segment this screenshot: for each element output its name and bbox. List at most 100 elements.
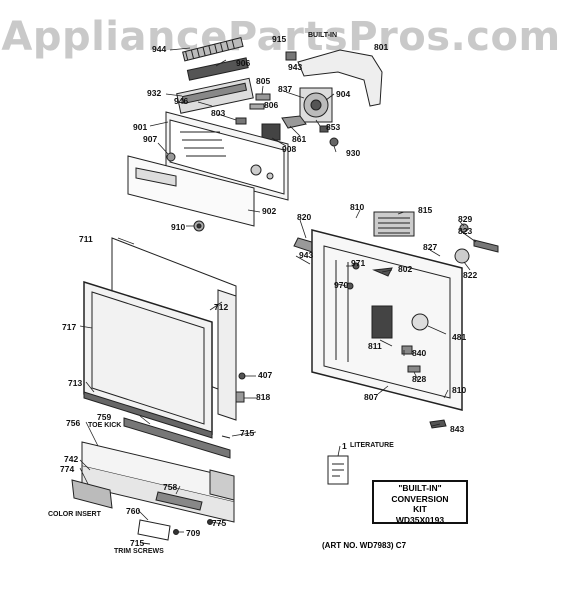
callout-910: 910 — [171, 222, 186, 232]
part-823 — [473, 239, 499, 253]
callout-853: 853 — [326, 122, 341, 132]
built-in-label: BUILT-IN — [308, 32, 338, 39]
part-915 — [285, 51, 297, 61]
callout-802: 802 — [398, 264, 413, 274]
part-829 — [459, 223, 469, 233]
callout-1: 1 — [342, 441, 347, 451]
part-901 — [165, 111, 289, 201]
part-902 — [127, 155, 255, 227]
toe-kick-label: TOE KICK — [88, 422, 122, 429]
part-906 — [186, 57, 249, 81]
callout-711: 711 — [79, 234, 93, 244]
callout-901: 901 — [133, 122, 148, 132]
callout-827: 827 — [423, 242, 438, 252]
callout-815: 815 — [418, 205, 433, 215]
part-713 — [83, 391, 213, 439]
callout-840: 840 — [412, 348, 427, 358]
callout-823: 823 — [458, 226, 473, 236]
callout-760: 760 — [126, 506, 141, 516]
callout-759: 759 — [97, 412, 112, 422]
callout-943: 943 — [299, 250, 314, 260]
callout-946: 946 — [174, 96, 189, 106]
part-843 — [429, 419, 447, 429]
part-970 — [346, 282, 354, 290]
part-815 — [373, 211, 415, 237]
callout-932: 932 — [147, 88, 162, 98]
part-944 — [182, 37, 244, 62]
callout-820: 820 — [297, 212, 312, 222]
part-840 — [401, 345, 413, 355]
part-904 — [299, 87, 333, 123]
callout-843: 843 — [450, 424, 465, 434]
callout-801: 801 — [374, 42, 389, 52]
literature-label: LITERATURE — [350, 442, 394, 449]
callout-930: 930 — [346, 148, 361, 158]
part-756 — [81, 441, 235, 523]
callout-803: 803 — [211, 108, 226, 118]
callout-774: 774 — [60, 464, 75, 474]
part-literature — [327, 455, 349, 485]
part-806 — [249, 103, 265, 110]
part-861 — [281, 115, 307, 129]
part-709 — [173, 529, 179, 535]
part-712 — [217, 289, 237, 421]
callout-861: 861 — [292, 134, 307, 144]
part-715-screw — [221, 435, 231, 439]
kit-line-2: CONVERSION — [391, 493, 449, 504]
part-828 — [407, 365, 421, 373]
callout-944: 944 — [152, 44, 167, 54]
callout-756: 756 — [66, 418, 81, 428]
callout-810-top: 810 — [350, 202, 365, 212]
part-853 — [319, 125, 329, 133]
callout-970: 970 — [334, 280, 349, 290]
watermark: AppliancePartsPros.com — [1, 14, 561, 60]
part-811 — [371, 305, 393, 339]
art-number: (ART NO. WD7983) C7 — [322, 541, 407, 550]
callout-807: 807 — [364, 392, 379, 402]
part-910 — [193, 220, 205, 232]
part-930 — [329, 137, 339, 147]
callout-715-right: 715 — [240, 428, 255, 438]
part-715-trim-screw — [141, 542, 151, 545]
callout-712: 712 — [214, 302, 229, 312]
callout-902: 902 — [262, 206, 277, 216]
callout-907: 907 — [143, 134, 158, 144]
callout-709: 709 — [186, 528, 201, 538]
callout-818: 818 — [256, 392, 271, 402]
part-818 — [235, 391, 245, 403]
part-822 — [454, 248, 470, 264]
trim-screws-label: TRIM SCREWS — [114, 548, 164, 555]
part-774 — [71, 479, 113, 509]
part-760 — [137, 519, 171, 541]
callout-829: 829 — [458, 214, 473, 224]
callout-717: 717 — [62, 322, 77, 332]
callout-908: 908 — [282, 144, 297, 154]
part-803 — [235, 117, 247, 125]
callout-805: 805 — [256, 76, 271, 86]
callout-943-top: 943 — [288, 62, 303, 72]
callout-971: 971 — [351, 258, 366, 268]
part-805 — [255, 93, 271, 101]
callout-742: 742 — [64, 454, 79, 464]
kit-line-1: "BUILT-IN" — [398, 483, 442, 493]
callout-915: 915 — [272, 34, 287, 44]
color-insert-label: COLOR INSERT — [48, 511, 101, 518]
conversion-kit-box: "BUILT-IN" CONVERSION KIT WD35X0193 — [372, 480, 468, 525]
callout-906: 906 — [236, 58, 251, 68]
callout-481: 481 — [452, 332, 467, 342]
part-481 — [411, 313, 429, 331]
callout-837: 837 — [278, 84, 293, 94]
callout-713: 713 — [68, 378, 83, 388]
callout-806: 806 — [264, 100, 279, 110]
callout-811: 811 — [368, 341, 382, 351]
callout-715-trim: 715 — [130, 538, 145, 548]
callout-810-bottom: 810 — [452, 385, 467, 395]
callout-828: 828 — [412, 374, 427, 384]
part-801 — [297, 49, 383, 107]
part-932 — [176, 77, 254, 114]
callout-775: 775 — [212, 518, 227, 528]
callout-407: 407 — [258, 370, 273, 380]
callout-904: 904 — [336, 89, 351, 99]
